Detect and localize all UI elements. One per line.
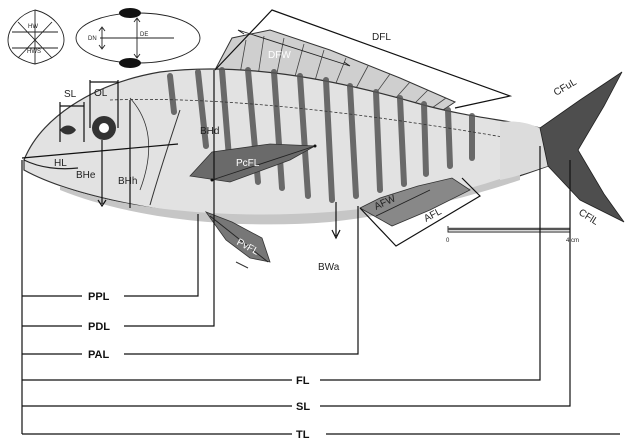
head-frontal-inset: HW HWS [8, 10, 64, 64]
hl-label: HL [54, 158, 67, 169]
tl-label: TL [296, 429, 310, 440]
ol-label: OL [94, 88, 108, 99]
eye-distance-inset: DN DE [76, 8, 200, 68]
cful-label: CFuL [552, 77, 579, 99]
bhe-label: BHe [76, 170, 96, 181]
sl-top-label: SL [64, 89, 77, 100]
pal-label: PAL [88, 349, 109, 361]
bwa-label: BWa [318, 262, 340, 273]
bhh-label: BHh [118, 176, 137, 187]
cfll-label: CFlL [576, 207, 600, 228]
pcfl-label: PcFL [236, 158, 260, 169]
fl-label: FL [296, 375, 310, 387]
sl-label: SL [296, 401, 310, 413]
scale-zero-label: 0 [446, 238, 450, 244]
svg-text:HWS: HWS [27, 49, 41, 55]
svg-text:HW: HW [28, 24, 38, 30]
dfl-label: DFL [372, 32, 391, 43]
ppl-label: PPL [88, 291, 110, 303]
dn-label: DN [88, 36, 97, 42]
pdl-label: PDL [88, 321, 110, 333]
de-label: DE [140, 32, 148, 38]
dfw-label: DFW [268, 50, 291, 61]
scale-bar: 0 4 cm [446, 226, 579, 244]
bhd-label: BHd [200, 126, 219, 137]
scale-end-label: 4 cm [566, 238, 579, 244]
